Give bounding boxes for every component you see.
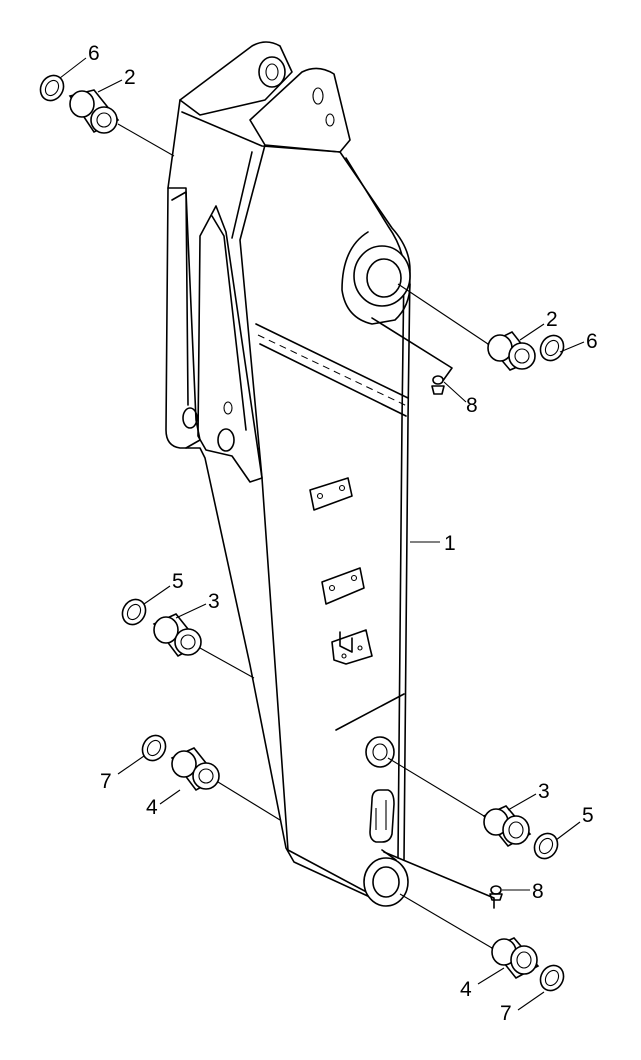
bushing-4-right: [490, 937, 540, 980]
callout-6-right: 6: [586, 330, 598, 353]
grease-fitting-8-lower: [383, 851, 503, 909]
callout-2-top-left: 2: [124, 66, 136, 89]
callout-1: 1: [444, 532, 456, 555]
shim-5-right: [533, 832, 559, 860]
callout-8-lower: 8: [532, 880, 544, 903]
bushing-2-right: [486, 330, 536, 371]
callout-7-left: 7: [100, 770, 112, 793]
callout-4-left: 4: [146, 796, 158, 819]
shim-6-top-left: [39, 74, 65, 102]
callout-6-top-left: 6: [88, 42, 100, 65]
leader-lines: [59, 57, 585, 1011]
callout-3-left: 3: [208, 590, 220, 613]
callout-4-right: 4: [460, 978, 472, 1001]
shim-7-left: [141, 734, 167, 762]
assembly-lines: [117, 123, 493, 949]
callout-7-right: 7: [500, 1002, 512, 1025]
boom-arm: [165, 41, 411, 907]
bushing-2-top-left: [68, 89, 120, 134]
shim-5-left: [121, 598, 147, 626]
callout-3-right: 3: [538, 780, 550, 803]
bushing-4-left: [170, 747, 220, 792]
bushing-3-left: [152, 613, 202, 658]
shim-6-right: [539, 334, 565, 362]
callout-5-right: 5: [582, 804, 594, 827]
callout-5-left: 5: [172, 570, 184, 593]
callout-2-right: 2: [546, 308, 558, 331]
grease-fitting-8-upper: [371, 317, 453, 395]
callout-8-upper: 8: [466, 394, 478, 417]
callout-labels: 1 2 2 3 3 4 4 5 5 6 6 7 7 8 8: [88, 42, 598, 1025]
bushing-3-right: [482, 805, 532, 848]
shim-7-right: [539, 964, 565, 992]
